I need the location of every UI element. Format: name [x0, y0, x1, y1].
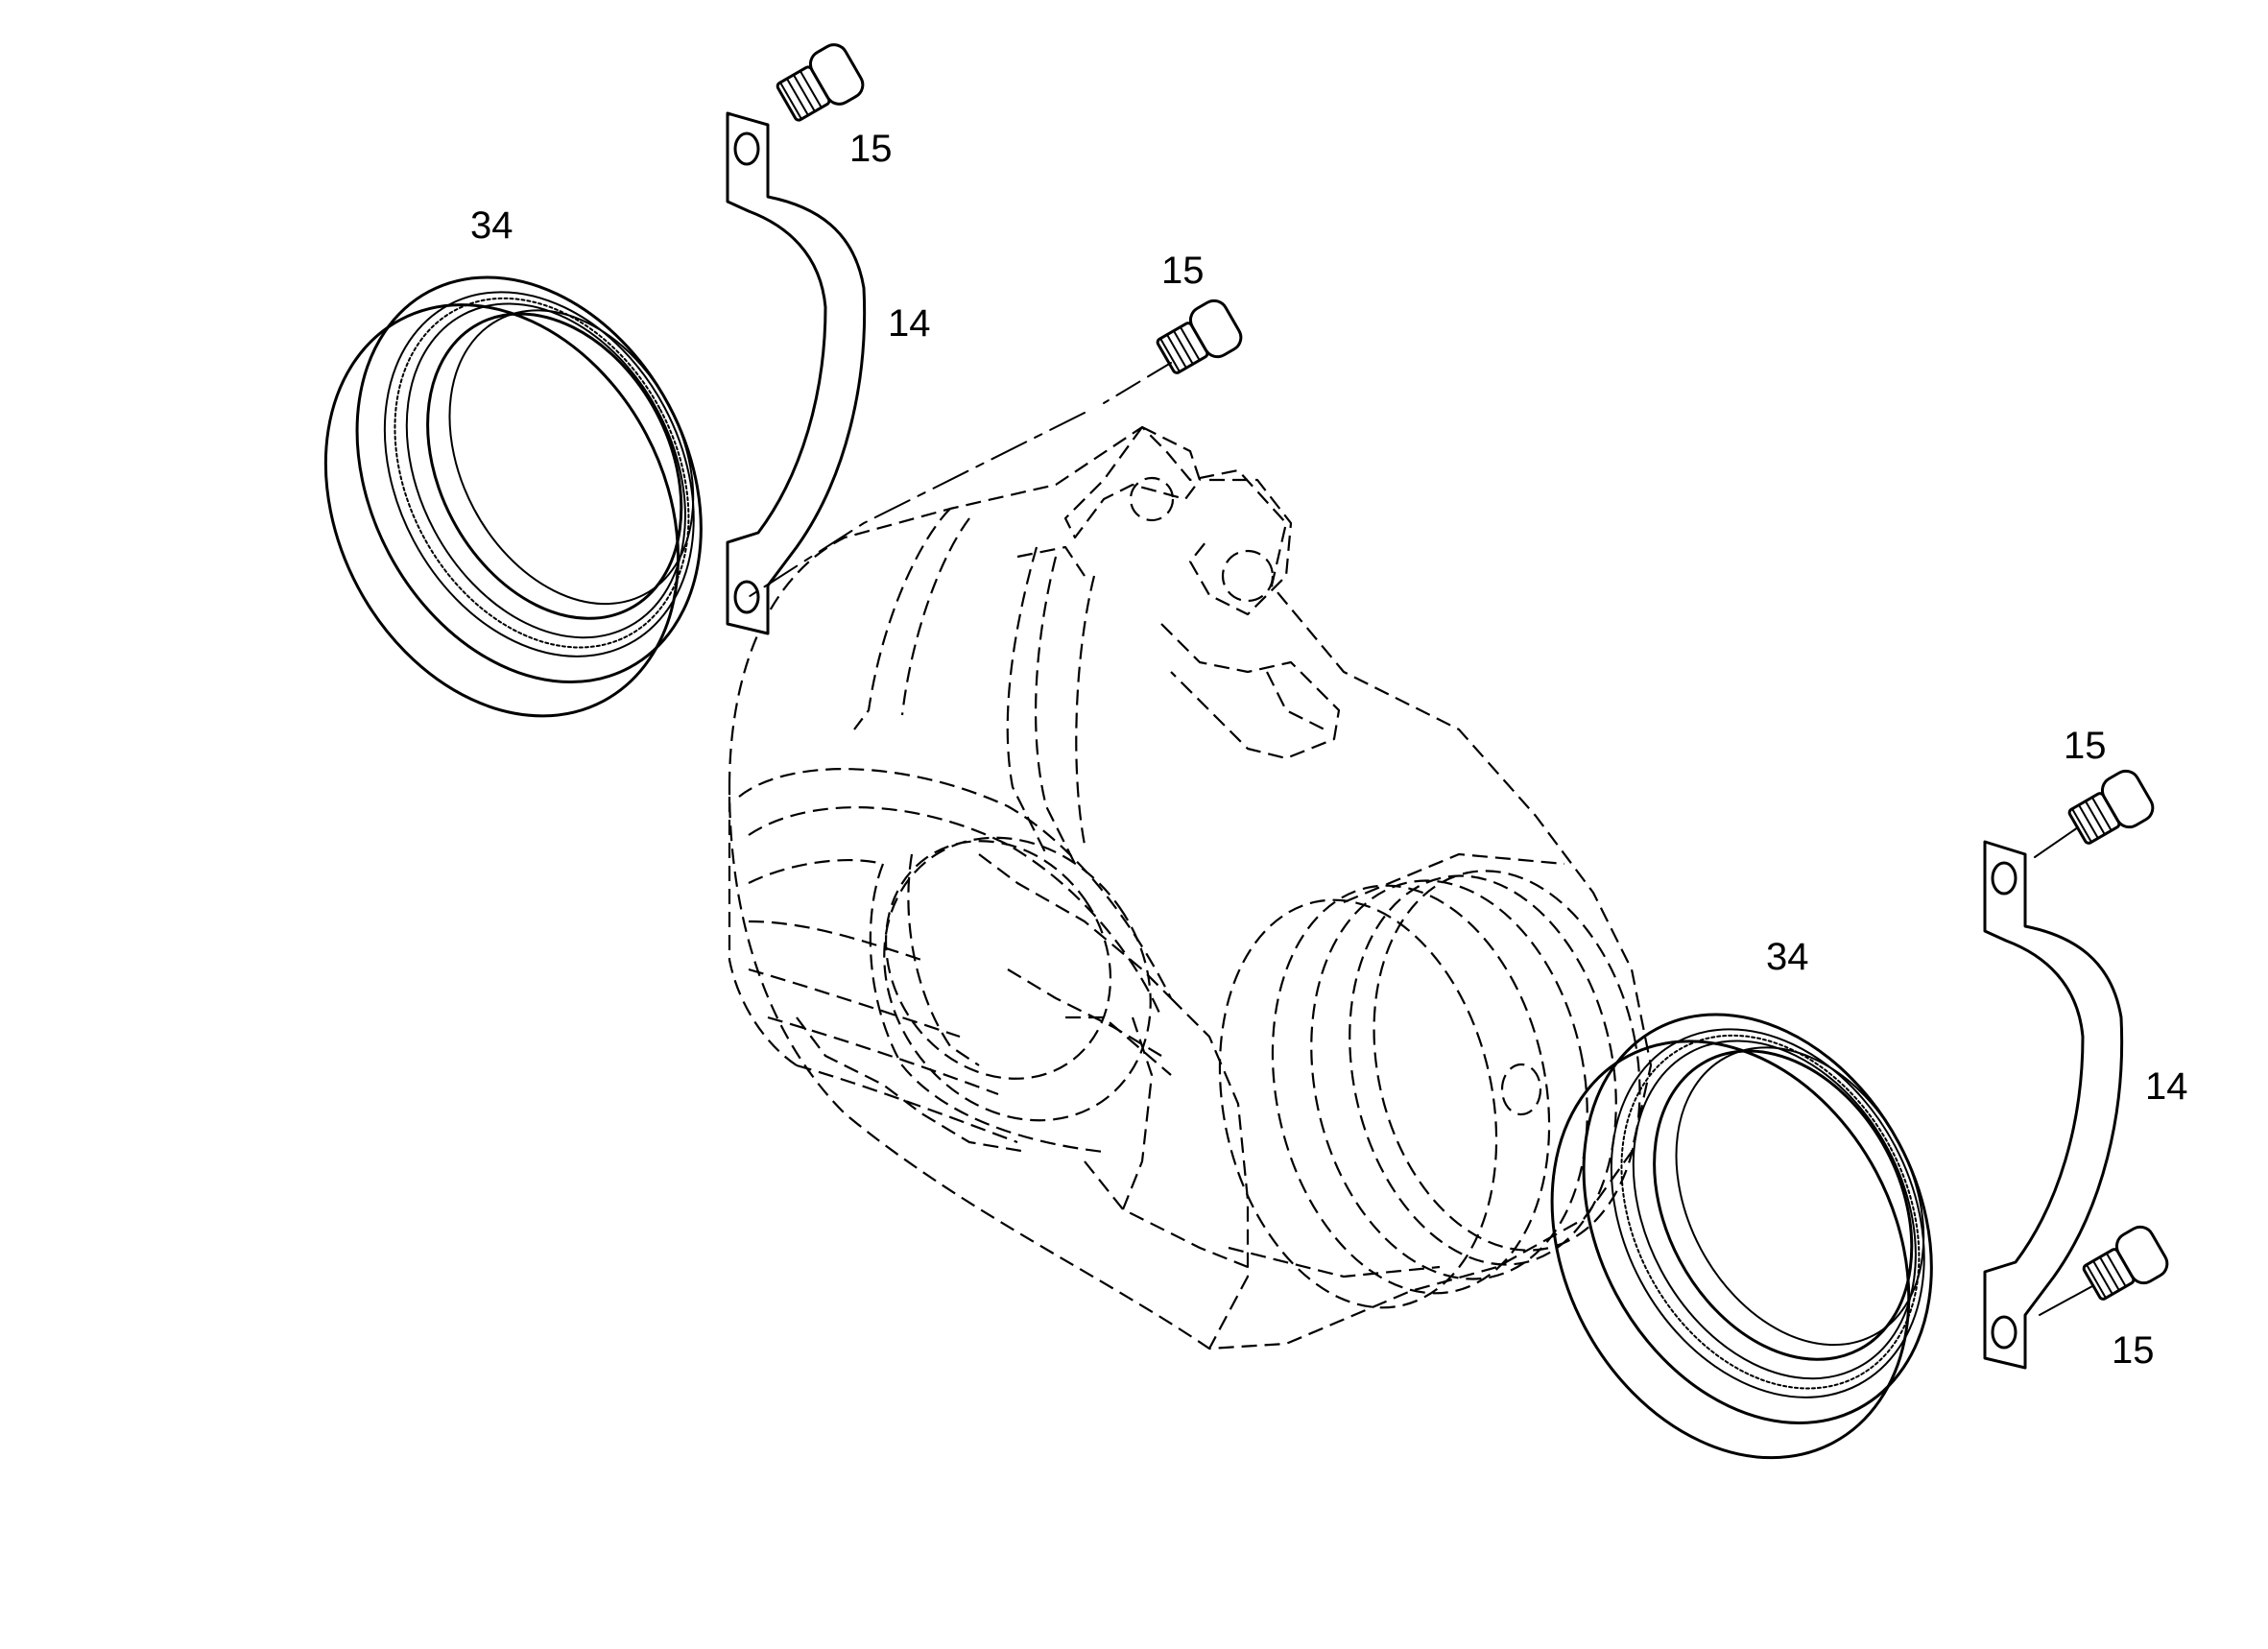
callout-seal-right: 34: [1766, 936, 1809, 978]
clamp-strap-right: [1983, 840, 2124, 1370]
callout-screw-top-left: 15: [849, 128, 893, 170]
seal-ring-right: [1550, 1013, 1933, 1460]
callout-screw-top-center: 15: [1161, 250, 1205, 292]
callout-seal-left: 34: [470, 204, 513, 247]
clamp-strap-left: [726, 111, 867, 635]
screw-right-lower: [2082, 1225, 2169, 1301]
callout-screw-right-upper: 15: [2064, 725, 2107, 767]
assembly-leader-lines: [743, 362, 2093, 1316]
screw-top-center: [1156, 299, 1243, 374]
screw-right-upper: [2067, 769, 2155, 845]
seal-ring-left: [323, 275, 703, 718]
callout-screw-right-lower: 15: [2112, 1329, 2155, 1372]
callout-clamp-left: 14: [888, 302, 931, 345]
housing-body: [728, 425, 1653, 1350]
screw-top-left: [776, 43, 865, 122]
callout-clamp-right: 14: [2145, 1065, 2188, 1108]
